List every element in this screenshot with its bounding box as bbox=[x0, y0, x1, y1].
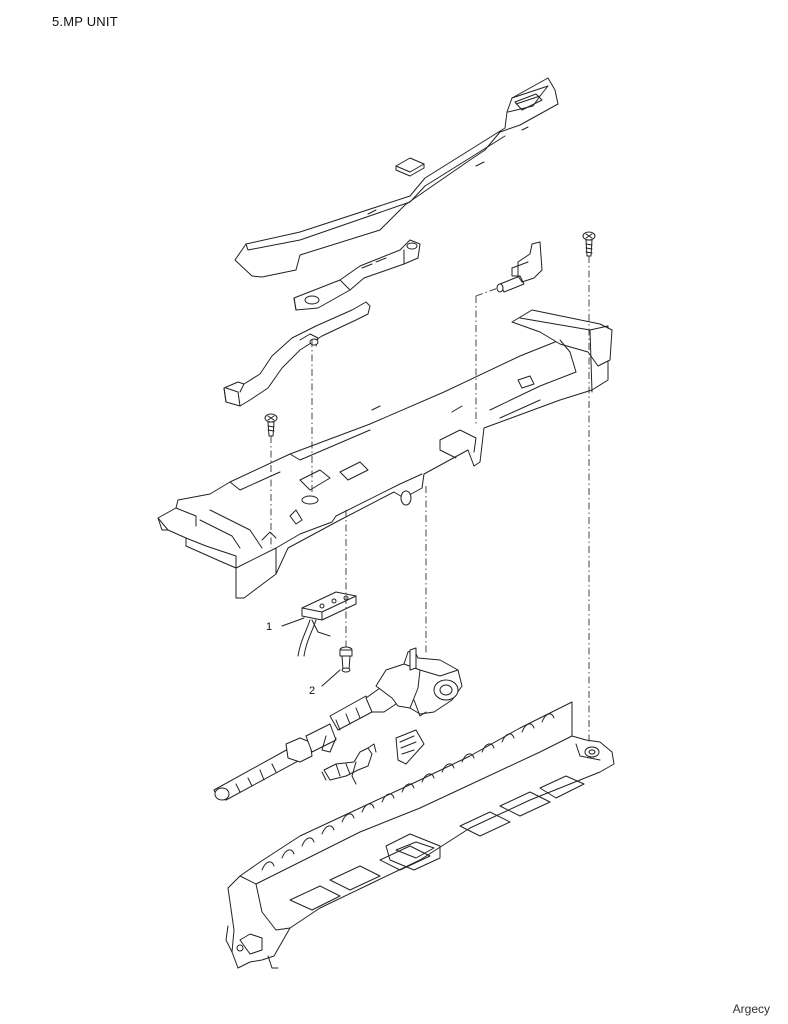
callout-2: 2 bbox=[309, 669, 341, 697]
slide-bracket bbox=[293, 239, 421, 311]
latch-part bbox=[496, 241, 543, 293]
triangular-part bbox=[395, 729, 425, 765]
screw-top-right bbox=[582, 231, 596, 257]
screw-left bbox=[264, 413, 278, 437]
watermark-text: Argecy bbox=[732, 1002, 770, 1016]
pickup-roller-shaft bbox=[213, 647, 463, 801]
page-title: 5.MP UNIT bbox=[52, 14, 118, 29]
callout-1: 1 bbox=[266, 617, 305, 633]
callout-number-1: 1 bbox=[266, 621, 272, 633]
screw-part-2 bbox=[339, 646, 353, 673]
small-shaft-part bbox=[321, 743, 377, 785]
curved-lever-arm bbox=[223, 301, 371, 407]
assembly-lines bbox=[270, 256, 590, 744]
bottom-tray bbox=[225, 701, 615, 969]
top-cover-plate bbox=[234, 77, 559, 278]
main-frame bbox=[157, 309, 613, 599]
callout-number-2: 2 bbox=[309, 685, 315, 697]
sensor-part-1 bbox=[297, 591, 357, 657]
